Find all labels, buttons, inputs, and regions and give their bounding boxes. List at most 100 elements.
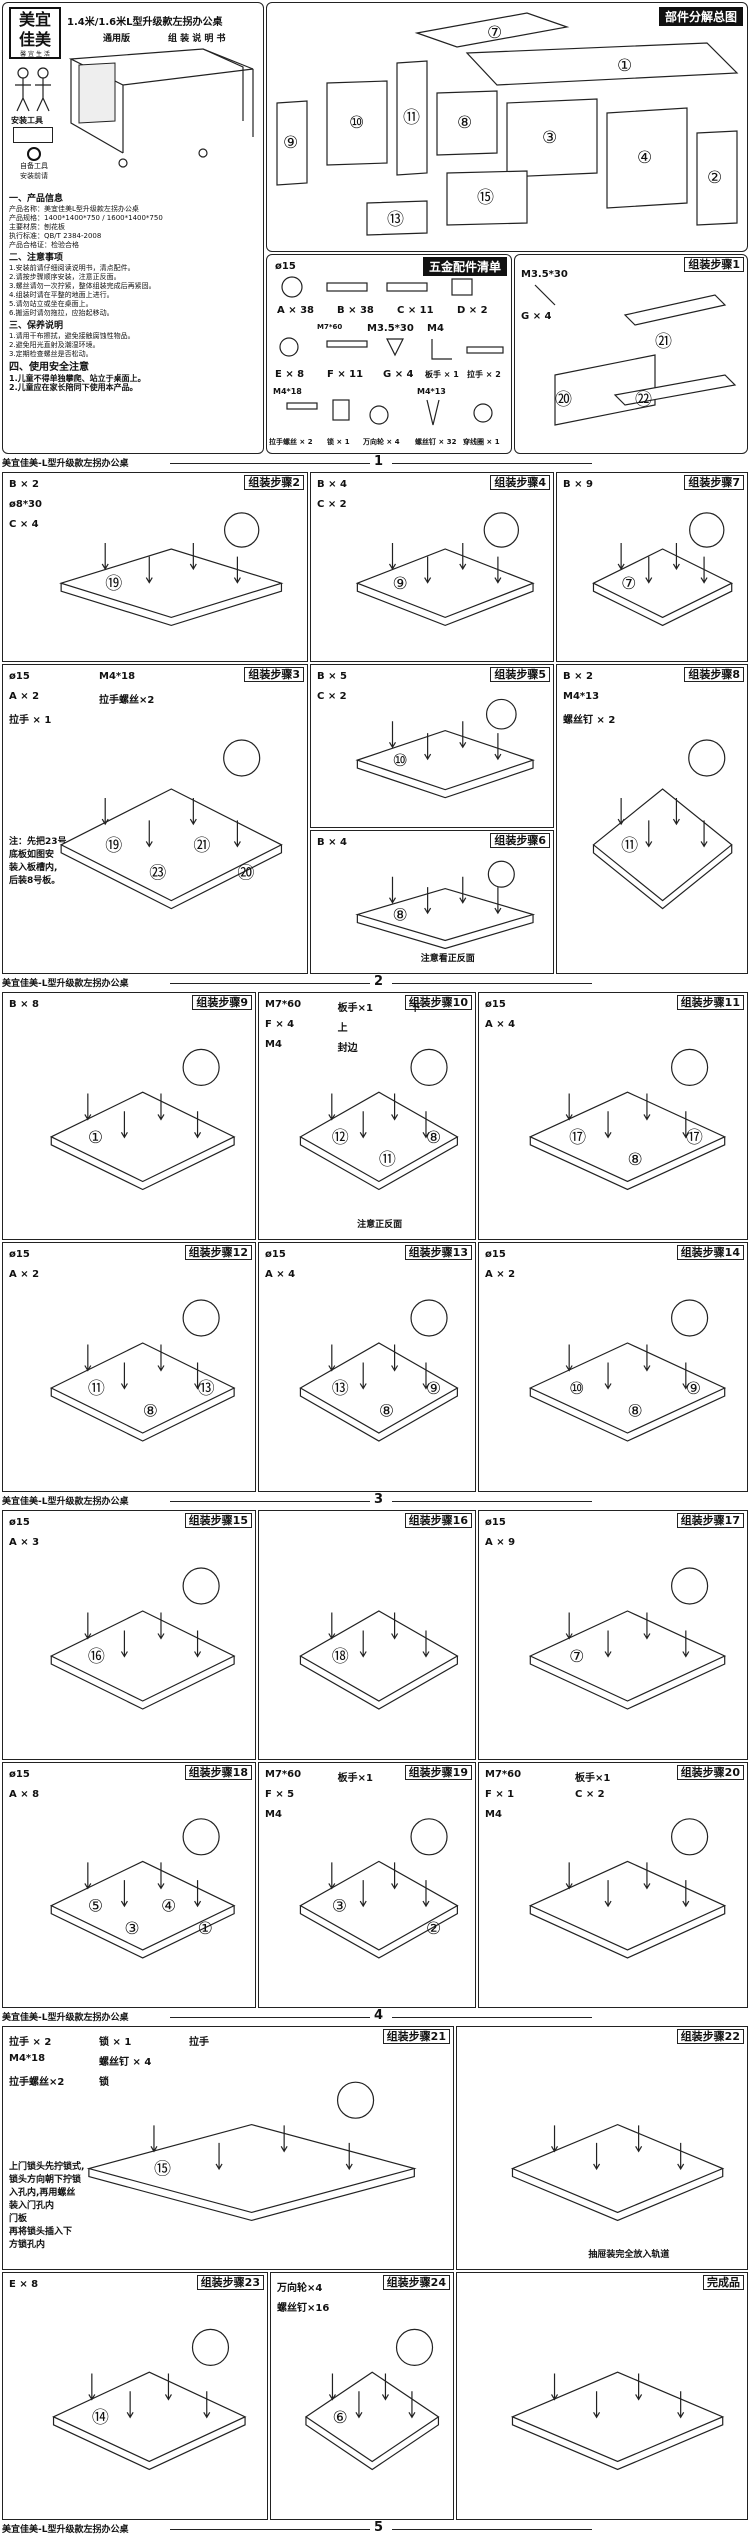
safety-line: 1.儿童不得单独攀爬、站立于桌面上。	[9, 374, 146, 383]
hw-item: E × 8	[9, 2279, 39, 2290]
insert-arrow	[233, 556, 241, 584]
insert-arrow	[422, 1362, 430, 1390]
step-illustration	[528, 1818, 727, 1959]
insert-arrow	[700, 820, 708, 848]
hw-item: 万向轮×4	[277, 2283, 323, 2294]
hw-item: ø15	[9, 671, 30, 682]
brand-logo: 美宜 佳美 馨 宜 生 活	[9, 7, 61, 59]
insert-arrow	[157, 1344, 165, 1372]
hw-item: M7*60	[485, 1769, 522, 1780]
zoom-detail-circle	[487, 860, 515, 888]
board-edge	[356, 914, 534, 950]
hw-item: B × 8	[9, 999, 39, 1010]
part-number: ⑲	[105, 836, 122, 856]
manual-sub-left: 通用版	[103, 34, 131, 44]
insert-arrow	[635, 2125, 643, 2153]
zoom-detail-circle	[223, 512, 260, 548]
step-label: 组装步骤11	[676, 995, 744, 1010]
insert-arrow	[391, 1862, 399, 1890]
board-edge	[356, 760, 534, 799]
hw-item: 板手 × 1	[425, 370, 459, 379]
hw-code: M4*18	[273, 387, 302, 396]
insert-arrow	[194, 1111, 202, 1139]
step-label: 完成品	[703, 2275, 744, 2290]
grommet-icon	[473, 403, 493, 423]
insert-arrow	[645, 820, 653, 848]
insert-arrow	[677, 2142, 685, 2171]
handle-screw-icon	[286, 402, 318, 410]
insert-arrow	[120, 1630, 128, 1658]
zoom-detail-circle	[671, 1818, 709, 1856]
manual-sub-right: 组 装 说 明 书	[168, 34, 226, 44]
hw-item: B × 4	[317, 479, 347, 490]
zoom-detail-circle	[671, 1567, 709, 1605]
hardware-icons	[279, 276, 504, 426]
footer-text: 美宜佳美-L型升级款左拐办公桌	[2, 2013, 129, 2023]
zoom-detail-circle	[689, 512, 725, 548]
part-number: ⑩	[569, 1379, 584, 1399]
insert-arrow	[328, 1344, 336, 1372]
part-number: ⑧	[457, 113, 472, 133]
hw-item: B × 4	[317, 837, 347, 848]
zoom-detail-circle	[336, 2081, 375, 2119]
hw-item: 螺丝钉×16	[277, 2303, 330, 2314]
board-panel	[510, 2371, 725, 2463]
hw-item: 拉手螺丝 × 2	[269, 438, 313, 446]
hw-item: B × 5	[317, 671, 347, 682]
insert-arrow	[157, 1093, 165, 1121]
insert-arrow	[194, 1630, 202, 1658]
step-note: 注意正反面	[357, 1220, 403, 1230]
insert-arrow	[391, 1344, 399, 1372]
part-number: ⑧	[143, 1402, 158, 1422]
safety-heading: 四、使用安全注意	[9, 362, 89, 373]
hw-item: B × 9	[563, 479, 593, 490]
hw-item: M7*60	[265, 1769, 302, 1780]
board-edge	[529, 1905, 726, 1959]
footer-text: 美宜佳美-L型升级款左拐办公桌	[2, 1497, 129, 1507]
part-number: ⑧	[392, 906, 407, 926]
hw-item: B × 2	[9, 479, 39, 490]
step-label: 组装步骤9	[192, 995, 252, 1010]
step-label: 组装步骤21	[382, 2029, 450, 2044]
insert-arrow	[164, 2373, 172, 2401]
hw-code: M4	[427, 323, 444, 334]
board-panel	[49, 1091, 236, 1183]
board-panel	[49, 1610, 236, 1702]
step-label: 组装步骤14	[676, 1245, 744, 1260]
part-number: ⑮	[154, 2160, 171, 2180]
hw-qty: G × 4	[521, 311, 552, 322]
insert-arrow	[328, 1862, 336, 1890]
board-panel	[355, 548, 535, 619]
part-number: ⑬	[387, 210, 404, 230]
hw-item: M4	[265, 1039, 282, 1050]
footer-text: 美宜佳美-L型升级款左拐办公桌	[2, 979, 129, 989]
notice-line: 3.螺丝请勿一次拧紧，整体组装完成后再紧固。	[9, 282, 156, 290]
insert-arrow	[593, 2391, 601, 2419]
step-label: 组装步骤24	[382, 2275, 450, 2290]
notice-line: 6.搬运时请勿拖拉，应抬起移动。	[9, 309, 114, 317]
warning-icon	[27, 147, 41, 161]
zoom-detail-circle	[410, 1048, 448, 1087]
info-heading: 一、产品信息	[9, 194, 64, 204]
step-illustration: ⑨	[355, 512, 535, 627]
step1-panel: 组装步骤1 M3.5*30 G × 4 ㉑ ⑳ ㉒	[514, 254, 748, 454]
insert-arrow	[565, 1344, 573, 1372]
hw-item: A × 2	[9, 691, 40, 702]
page-footer: 美宜佳美-L型升级款左拐办公桌 4	[0, 2008, 750, 2024]
insert-arrow	[194, 1362, 202, 1390]
page-footer: 美宜佳美-L型升级款左拐办公桌 3	[0, 1492, 750, 1508]
hw-item: M7*60	[265, 999, 302, 1010]
hw-item: M4	[485, 1809, 502, 1820]
part-number: ⑦	[487, 23, 502, 43]
insert-arrow	[459, 721, 467, 749]
insert-arrow	[84, 1344, 92, 1372]
board-edge	[50, 1905, 235, 1959]
zoom-detail-circle	[410, 1299, 448, 1337]
